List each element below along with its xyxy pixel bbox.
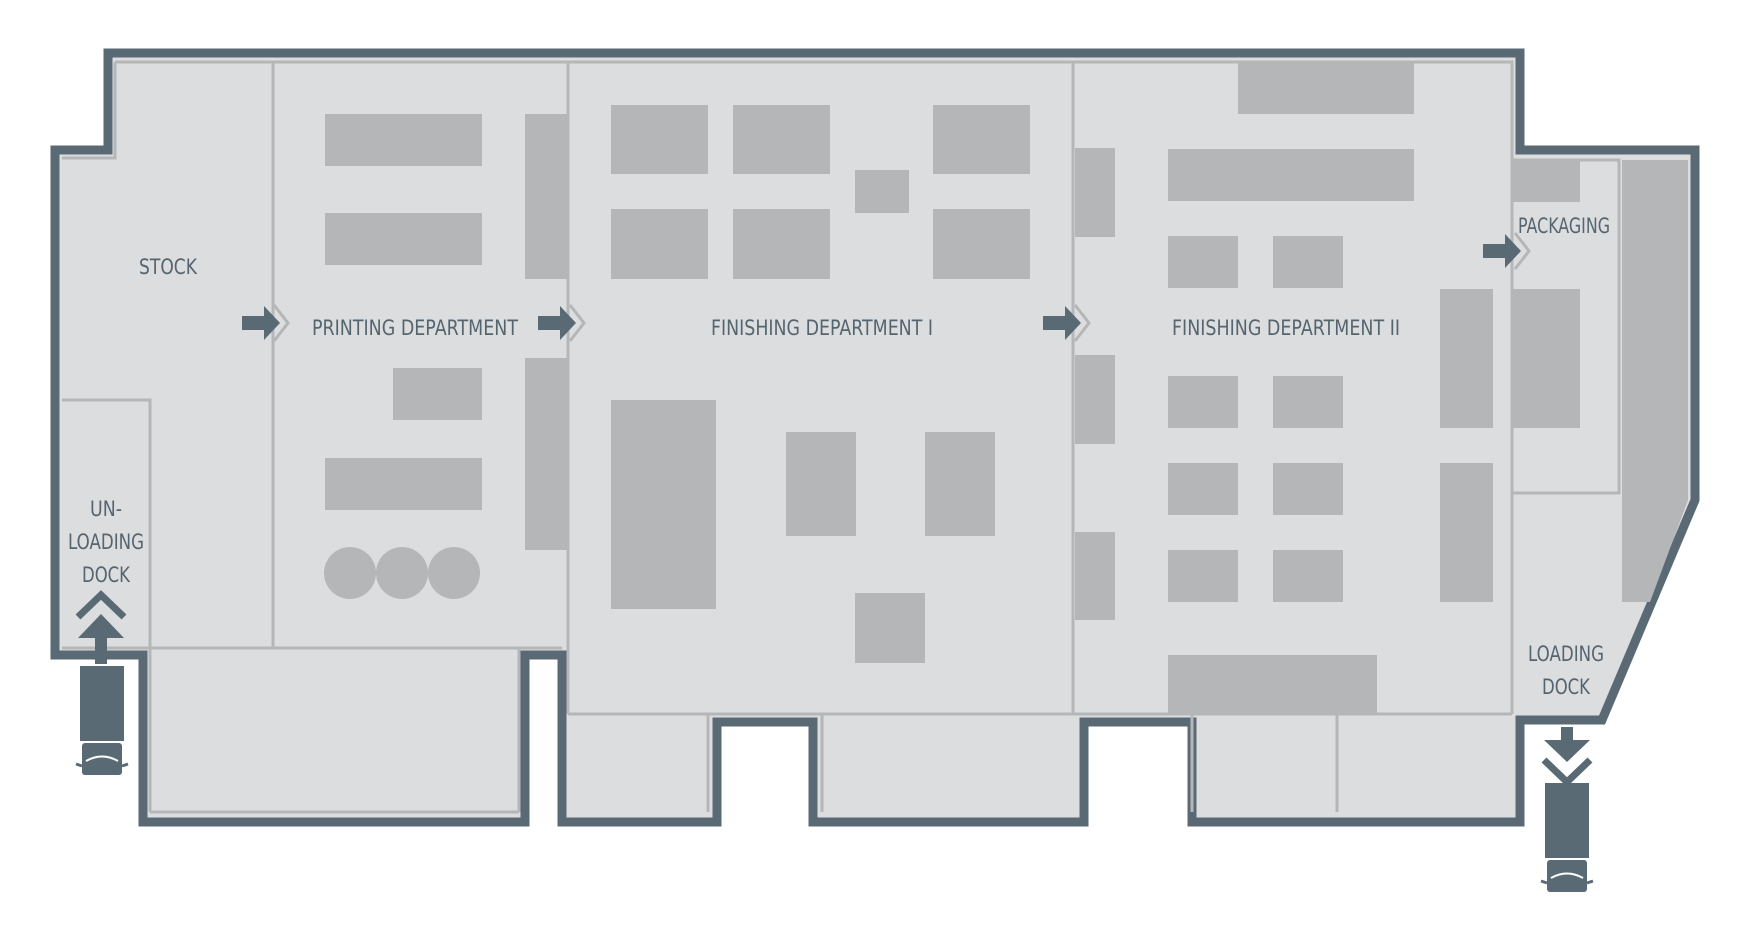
finishing-machine — [933, 105, 1030, 174]
flow-arrows — [242, 232, 1531, 342]
stock-label: STOCK — [139, 255, 198, 279]
chevron-down-icon — [1541, 757, 1593, 787]
finishing-machine — [1273, 376, 1343, 428]
building-outline — [50, 48, 1700, 827]
wall-outer-inner-line — [62, 60, 1514, 160]
unloading-dock-label-line-2: LOADING — [68, 530, 144, 554]
unloading-truck — [75, 590, 129, 775]
finishing-machine — [855, 593, 925, 663]
unloading-dock-label-line-3: DOCK — [82, 563, 131, 587]
finishing-machine — [1168, 149, 1414, 201]
ink-tank — [428, 547, 480, 599]
finishing-machine — [1168, 655, 1377, 714]
ink-tank — [376, 547, 428, 599]
loading-dock-label-line-1: LOADING — [1528, 642, 1604, 666]
truck-icon — [75, 666, 129, 775]
unloading-dock-label-line-1: UN- — [90, 497, 122, 521]
finishing-machine — [786, 432, 856, 536]
packaging-machine — [1512, 160, 1580, 202]
finishing-machine — [1168, 236, 1238, 288]
finishing-machine — [1238, 62, 1414, 114]
truck-icon — [1540, 783, 1594, 892]
finishing-machine — [933, 209, 1030, 279]
printing-side-rack — [525, 358, 568, 550]
printing-department-label: PRINTING DEPARTMENT — [312, 316, 518, 340]
packaging-machine — [1512, 289, 1580, 428]
finishing-machine — [925, 432, 995, 536]
finishing-machine — [1273, 236, 1343, 288]
packaging-conveyor — [1622, 160, 1688, 602]
printing-machine — [325, 114, 482, 166]
equipment — [324, 62, 1688, 714]
wall-unloading-dock-room — [62, 398, 152, 648]
finishing-machine — [611, 400, 716, 609]
room-labels: STOCK PRINTING DEPARTMENT FINISHING DEPA… — [68, 214, 1610, 699]
flow-arrow-icon — [242, 304, 290, 342]
finishing-machine — [1273, 463, 1343, 515]
flow-arrow-icon — [1483, 232, 1531, 270]
finishing-machine — [1168, 463, 1238, 515]
printing-machine — [393, 368, 482, 420]
finishing-machine — [611, 209, 708, 279]
finishing-wall-rack — [1075, 532, 1115, 620]
finishing-machine — [733, 209, 830, 279]
printing-side-rack — [525, 114, 568, 279]
arrow-down-icon — [1544, 727, 1590, 762]
loading-truck — [1540, 727, 1594, 892]
finishing-machine — [611, 105, 708, 174]
arrow-up-icon — [78, 614, 124, 664]
ink-tank — [324, 547, 376, 599]
loading-dock-label-line-2: DOCK — [1542, 675, 1591, 699]
finishing-machine — [1168, 550, 1238, 602]
packaging-label: PACKAGING — [1518, 214, 1610, 238]
chevron-up-icon — [75, 590, 127, 620]
printing-machine — [325, 213, 482, 265]
finishing-machine — [1168, 376, 1238, 428]
flow-arrow-icon — [538, 304, 586, 342]
finishing-wall-rack — [1075, 355, 1115, 444]
flow-arrow-icon — [1043, 304, 1091, 342]
printing-machine — [325, 458, 482, 510]
finishing-wall-rack — [1075, 148, 1115, 237]
finishing-machine — [1273, 550, 1343, 602]
finishing-machine — [733, 105, 830, 174]
finishing-department-2-label: FINISHING DEPARTMENT II — [1172, 316, 1400, 340]
finishing-department-1-label: FINISHING DEPARTMENT I — [711, 316, 933, 340]
finishing-side-rack — [1440, 289, 1493, 428]
finishing-side-rack — [1440, 463, 1493, 602]
finishing-machine — [855, 170, 909, 213]
